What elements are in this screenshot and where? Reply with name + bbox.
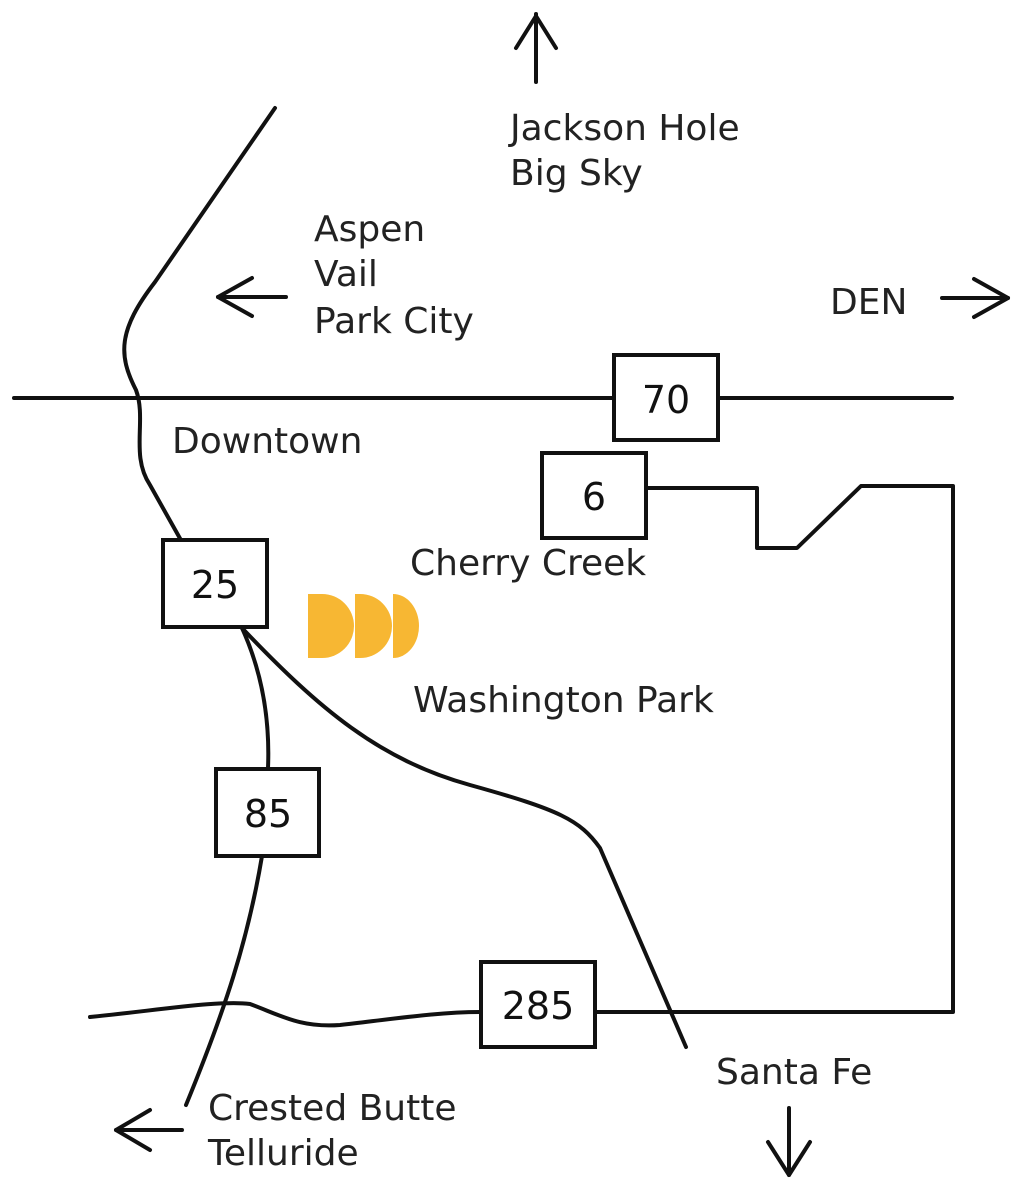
label-jackson-hole: Jackson Hole [508, 108, 740, 149]
label-aspen: Aspen [314, 209, 425, 250]
shield-us285: 285 [479, 960, 597, 1049]
road-us6-east [594, 484, 955, 1014]
shield-co85-label: 85 [244, 792, 292, 836]
arrow-left-icon [216, 276, 288, 318]
roads [12, 106, 955, 1107]
road-co85-south [184, 854, 264, 1107]
shield-us6: 6 [540, 451, 648, 540]
shield-i70: 70 [612, 353, 720, 442]
road-i25-south [240, 626, 688, 1049]
road-i25-north [122, 106, 277, 544]
label-park-city: Park City [314, 301, 474, 342]
shield-i25-label: 25 [191, 563, 239, 607]
arrow-right-icon [940, 277, 1010, 319]
label-big-sky: Big Sky [510, 153, 643, 194]
shield-us6-label: 6 [582, 475, 606, 519]
shield-co85: 85 [214, 767, 321, 858]
road-us285-west [88, 1001, 482, 1028]
label-santa-fe: Santa Fe [716, 1052, 872, 1093]
label-vail: Vail [314, 254, 378, 295]
label-cherry-creek: Cherry Creek [410, 543, 646, 584]
label-den: DEN [830, 282, 907, 323]
road-co85 [240, 626, 271, 770]
arrow-down-icon [766, 1106, 812, 1177]
location-marker-icon [308, 594, 419, 658]
shield-us285-label: 285 [502, 984, 575, 1028]
arrows [114, 12, 1010, 1177]
label-downtown: Downtown [172, 421, 362, 462]
label-telluride: Telluride [207, 1133, 359, 1174]
shield-i70-label: 70 [642, 378, 690, 422]
label-washington-park: Washington Park [413, 680, 714, 721]
arrow-left-icon-southwest [114, 1108, 184, 1152]
shield-i25: 25 [161, 538, 269, 629]
arrow-up-icon [514, 12, 558, 84]
label-crested-butte: Crested Butte [208, 1088, 457, 1129]
